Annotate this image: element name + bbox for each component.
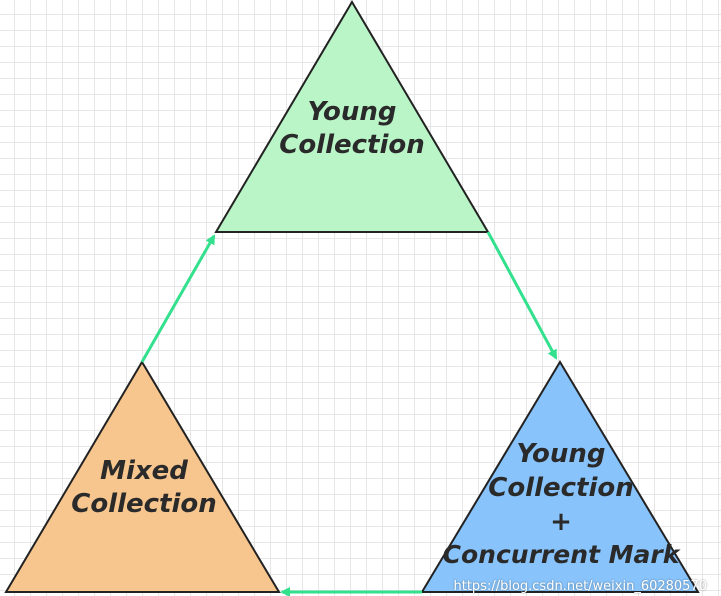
concurrent-label-line-2: Collection [488, 472, 634, 503]
concurrent-label-line-3: + [550, 506, 572, 537]
concurrent-label-line-1: Young [516, 439, 606, 469]
young-label-line-1: Young [307, 97, 397, 127]
mixed-collection-label: Mixed Collection [44, 455, 244, 520]
young-label-line-2: Collection [279, 129, 425, 160]
arrow-mixed-to-young [140, 234, 216, 363]
young-collection-label: Young Collection [252, 96, 452, 161]
young-concurrent-label: Young Collection + Concurrent Mark [430, 438, 692, 572]
mixed-collection-triangle[interactable] [4, 360, 281, 593]
arrow-young-to-concurrent [486, 231, 558, 360]
watermark-text: https://blog.csdn.net/weixin_60280570 [453, 579, 707, 594]
young-concurrent-triangle[interactable] [420, 360, 700, 593]
mixed-label-line-2: Collection [71, 488, 217, 519]
concurrent-label-line-4: Concurrent Mark [442, 540, 680, 570]
mixed-label-line-1: Mixed [100, 456, 188, 486]
young-collection-triangle[interactable] [214, 0, 490, 233]
